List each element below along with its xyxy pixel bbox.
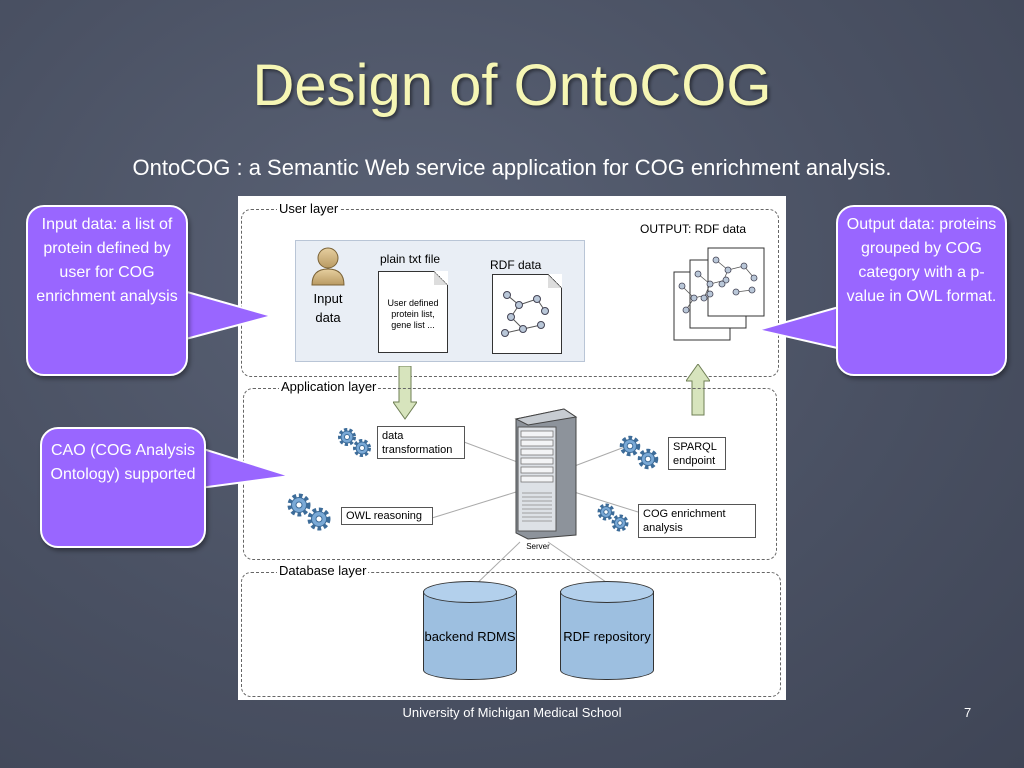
application-layer-label: Application layer xyxy=(279,379,379,394)
database-layer-label: Database layer xyxy=(277,563,369,578)
down-arrow-icon xyxy=(393,366,417,420)
user-layer-label: User layer xyxy=(277,201,341,216)
backend-rdms-label: backend RDMS xyxy=(424,629,516,644)
output-documents-icon xyxy=(673,247,765,341)
rdf-repository-cylinder: RDF repository xyxy=(560,581,654,680)
rdf-data-title: RDF data xyxy=(490,258,542,272)
output-title: OUTPUT: RDF data xyxy=(640,222,747,236)
backend-rdms-cylinder: backend RDMS xyxy=(423,581,517,680)
architecture-diagram: User layer Input data plain txt file Use… xyxy=(238,196,786,700)
server-icon xyxy=(514,408,578,540)
plain-txt-body: User defined protein list, gene list ... xyxy=(387,298,439,330)
server-label: Server xyxy=(526,542,550,551)
slide-title: Design of OntoCOG xyxy=(252,53,772,118)
page-number: 7 xyxy=(964,705,972,720)
gear-icon xyxy=(338,428,371,457)
cao-callout: CAO (COG Analysis Ontology) supported xyxy=(40,427,206,548)
plain-txt-document: User defined protein list, gene list ... xyxy=(378,271,448,353)
input-data-label: Input data xyxy=(313,291,343,325)
cog-enrichment-box: COG enrichment analysis xyxy=(638,504,756,538)
user-input-area: Input data plain txt file User defined p… xyxy=(295,240,585,362)
database-layer-box xyxy=(241,572,781,697)
rdf-data-document xyxy=(492,274,562,354)
gear-icon xyxy=(287,493,331,531)
user-icon xyxy=(311,247,345,286)
owl-reasoning-box: OWL reasoning xyxy=(341,507,433,525)
data-transformation-box: data transformation xyxy=(377,426,465,459)
rdf-graph-icon xyxy=(501,291,549,337)
sparql-endpoint-box: SPARQL endpoint xyxy=(668,437,726,470)
gear-icon xyxy=(597,503,629,532)
gear-icon xyxy=(619,435,659,470)
output-callout: Output data: proteins grouped by COG cat… xyxy=(836,205,1007,376)
slide-subtitle: OntoCOG : a Semantic Web service applica… xyxy=(132,155,892,180)
up-arrow-icon xyxy=(686,364,710,416)
plain-txt-title: plain txt file xyxy=(380,252,441,266)
input-callout: Input data: a list of protein defined by… xyxy=(26,205,188,376)
rdf-repository-label: RDF repository xyxy=(563,629,651,644)
footer-institution: University of Michigan Medical School xyxy=(402,705,622,720)
